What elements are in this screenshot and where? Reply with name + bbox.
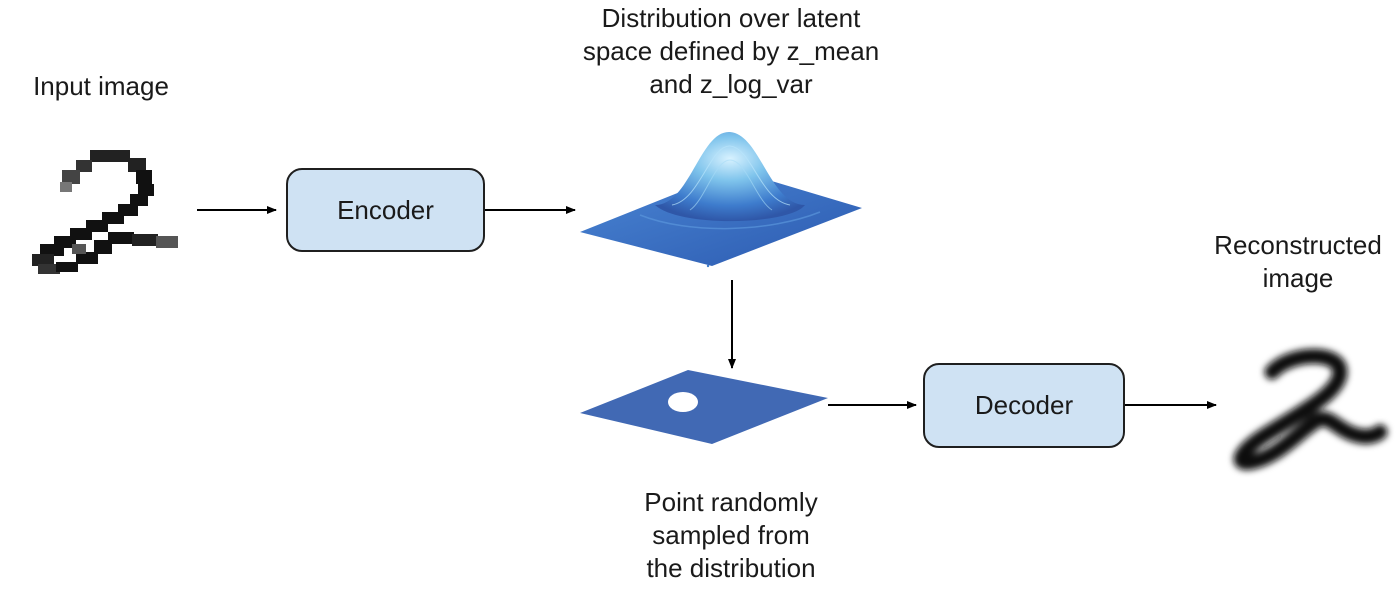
input-image-text: Input image <box>33 71 169 101</box>
sampled-point-plane <box>580 370 828 444</box>
sampled-point <box>668 392 698 412</box>
decoder-block: Decoder <box>923 363 1125 448</box>
input-image-label: Input image <box>18 70 184 103</box>
distribution-label: Distribution over latent space defined b… <box>556 2 906 101</box>
distribution-label-line-2: space defined by z_mean <box>582 36 880 66</box>
encoder-block: Encoder <box>286 168 485 252</box>
input-digit-image <box>32 150 178 274</box>
encoder-label: Encoder <box>337 194 434 225</box>
point-sampled-label: Point randomly sampled from the distribu… <box>616 486 846 585</box>
distribution-label-line-3: and z_log_var <box>649 69 813 99</box>
point-sampled-line-3: the distribution <box>646 553 816 583</box>
gaussian-distribution-surface <box>580 131 862 268</box>
point-sampled-line-1: Point randomly <box>644 487 818 517</box>
point-sampled-line-2: sampled from <box>652 520 810 550</box>
distribution-label-line-1: Distribution over latent <box>601 3 861 33</box>
decoder-label: Decoder <box>974 390 1074 420</box>
reconstructed-image-label: Reconstructed image <box>1200 229 1396 295</box>
reconstructed-label-line-1: Reconstructed <box>1214 230 1382 260</box>
reconstructed-label-line-2: image <box>1262 263 1334 293</box>
reconstructed-digit-image <box>1233 348 1388 471</box>
